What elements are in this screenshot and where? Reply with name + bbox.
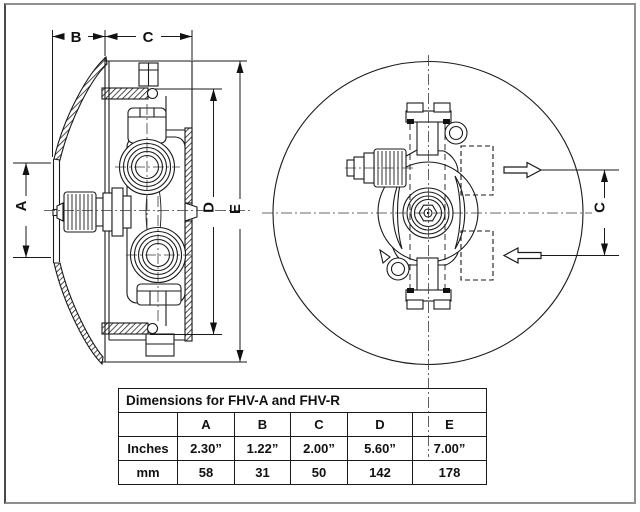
flow-arrow-left: [502, 246, 542, 265]
table-row-mm: mm 58 31 50 142 178: [118, 460, 488, 485]
cell-mm-c: 50: [290, 460, 348, 485]
side-view: [44, 55, 250, 366]
col-header-e: E: [411, 412, 488, 437]
front-view-dimension-c: [541, 169, 619, 256]
header-corner: [118, 412, 178, 437]
table-title: Dimensions for FHV-A and FHV-R: [117, 388, 488, 413]
dimension-arrowheads-top: [52, 33, 192, 40]
stem-knob: [52, 187, 132, 237]
cell-mm-e: 178: [411, 460, 488, 485]
cell-inches-c: 2.00”: [290, 436, 348, 461]
cell-inches-d: 5.60”: [347, 436, 413, 461]
side-view-dimensions: [13, 30, 244, 362]
port-flange-top: [405, 102, 452, 156]
flow-arrow-right: [503, 161, 543, 179]
col-header-c: C: [290, 412, 348, 437]
bottom-cap: [136, 283, 182, 357]
center-lines-front: [262, 55, 592, 457]
dim-label-c: C: [143, 29, 154, 46]
center-lines-side: [44, 104, 250, 322]
cell-inches-b: 1.22”: [234, 436, 291, 461]
cap-upper-right: [444, 121, 468, 145]
cell-mm-b: 31: [234, 460, 291, 485]
col-header-d: D: [347, 412, 413, 437]
table-header-row: A B C D E: [118, 412, 488, 437]
col-header-a: A: [177, 412, 235, 437]
dimension-labels: B C A D E C: [13, 29, 609, 214]
dim-label-d: D: [201, 202, 218, 213]
cell-mm-a: 58: [177, 460, 235, 485]
dim-label-a: A: [13, 200, 30, 211]
dimensions-table: Dimensions for FHV-A and FHV-R A B C D E…: [117, 388, 488, 485]
mount-flange-top: [101, 87, 185, 131]
dim-label-b: B: [71, 29, 82, 46]
dashed-outlet-boxes: [460, 145, 494, 281]
dim-label-e: E: [227, 204, 244, 214]
front-view: [262, 55, 619, 457]
dim-label-c-front: C: [592, 202, 609, 213]
table-title-row: Dimensions for FHV-A and FHV-R: [117, 388, 488, 413]
cell-inches-e: 7.00”: [411, 436, 488, 461]
table-row-inches: Inches 2.30” 1.22” 2.00” 5.60” 7.00”: [118, 436, 488, 461]
cell-mm-d: 142: [347, 460, 413, 485]
hidden-lines: [409, 124, 446, 288]
cap-lower-left: [379, 248, 410, 281]
row-label-inches: Inches: [118, 436, 178, 461]
cell-inches-a: 2.30”: [177, 436, 235, 461]
col-header-b: B: [234, 412, 291, 437]
port-flange-bottom: [405, 257, 452, 310]
row-label-mm: mm: [118, 460, 178, 485]
